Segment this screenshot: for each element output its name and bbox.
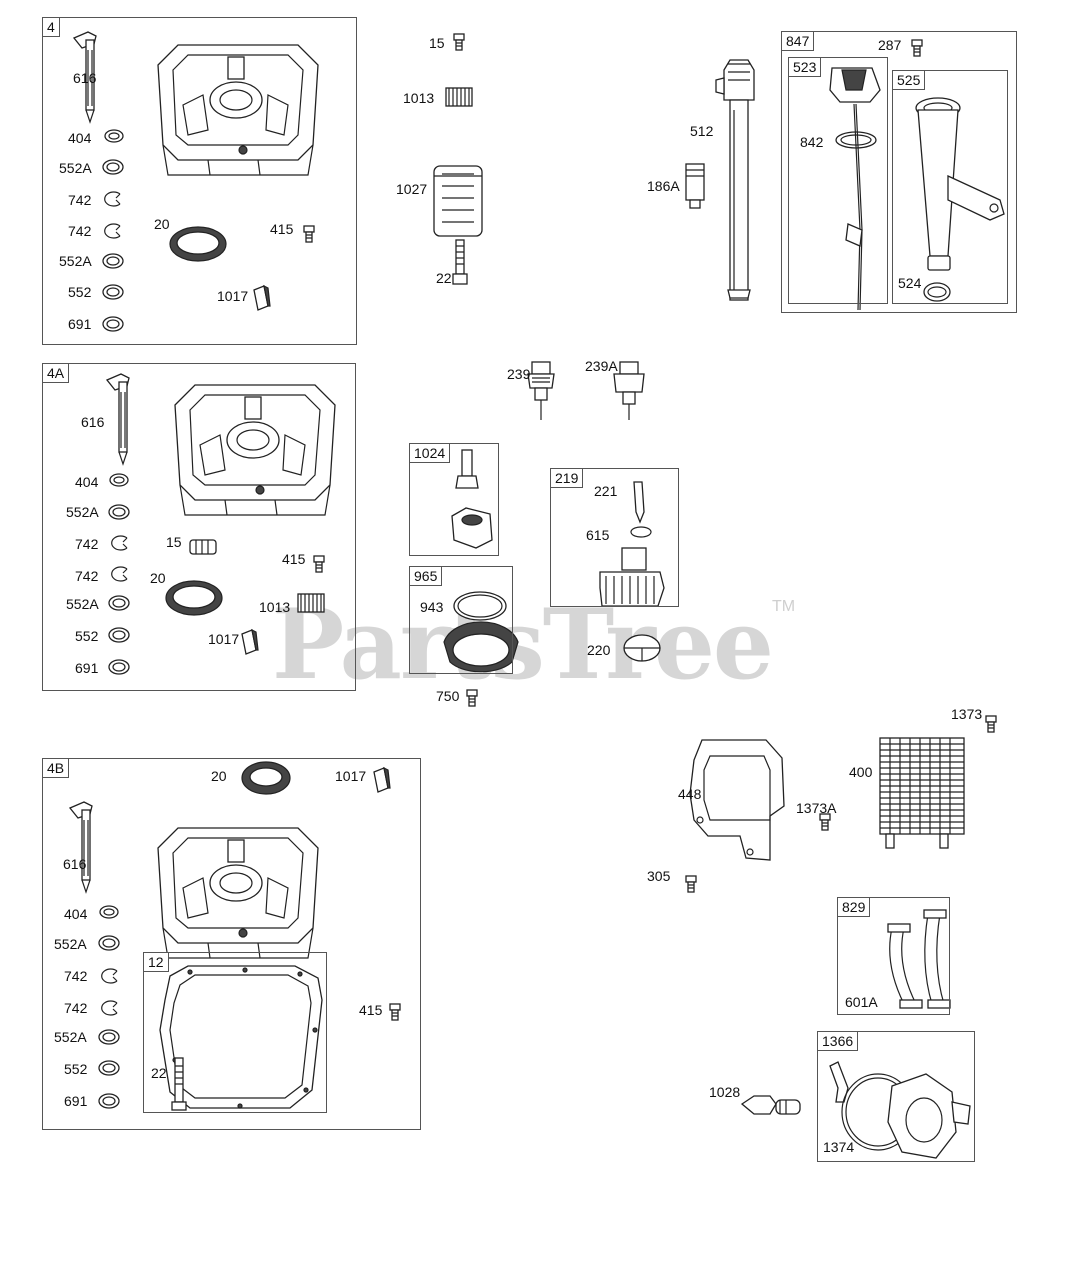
group-box-tag: 1366	[818, 1032, 859, 1051]
part-label: 552	[75, 628, 99, 644]
part-label: 524	[898, 275, 922, 291]
part-label: 415	[359, 1002, 383, 1018]
part-label: 552A	[66, 504, 99, 520]
part-label: 404	[64, 906, 88, 922]
part-label: 1027	[396, 181, 428, 197]
part-label: 601A	[845, 994, 878, 1010]
group-box-4a: 4A	[42, 363, 356, 691]
part-label: 1374	[823, 1139, 855, 1155]
part-label: 616	[81, 414, 105, 430]
part-label: 415	[270, 221, 294, 237]
part-label: 220	[587, 642, 611, 658]
group-box-829: 829	[837, 897, 950, 1015]
group-box-525: 525	[892, 70, 1008, 304]
part-label: 239A	[585, 358, 618, 374]
part-label: 552A	[54, 936, 87, 952]
group-box-tag: 4A	[43, 364, 70, 383]
part-label: 742	[64, 1000, 88, 1016]
part-label: 20	[150, 570, 166, 586]
group-box-965: 965	[409, 566, 513, 674]
part-label: 404	[68, 130, 92, 146]
group-box-tag: 525	[893, 71, 926, 90]
group-box-tag: 847	[782, 32, 815, 51]
part-label: 615	[586, 527, 610, 543]
part-label: 552	[64, 1061, 88, 1077]
group-box-4: 4	[42, 17, 357, 345]
group-box-12: 12	[143, 952, 327, 1113]
part-label: 186A	[647, 178, 680, 194]
part-label: 1373	[951, 706, 983, 722]
part-label: 20	[154, 216, 170, 232]
group-box-523: 523	[788, 57, 888, 304]
part-label: 742	[64, 968, 88, 984]
part-label: 1013	[259, 599, 291, 615]
group-box-tag: 1024	[410, 444, 451, 463]
part-label: 22	[151, 1065, 167, 1081]
part-label: 750	[436, 688, 460, 704]
part-label: 22	[436, 270, 452, 286]
part-label: 15	[166, 534, 182, 550]
group-box-tag: 829	[838, 898, 871, 917]
part-label: 404	[75, 474, 99, 490]
part-label: 842	[800, 134, 824, 150]
part-label: 305	[647, 868, 671, 884]
group-box-tag: 219	[551, 469, 584, 488]
part-label: 616	[73, 70, 97, 86]
group-box-tag: 12	[144, 953, 169, 972]
part-label: 512	[690, 123, 714, 139]
group-box-1366: 1366	[817, 1031, 975, 1162]
part-label: 552A	[59, 253, 92, 269]
part-label: 1017	[208, 631, 240, 647]
part-label: 552A	[59, 160, 92, 176]
part-label: 1028	[709, 1084, 741, 1100]
part-label: 1373A	[796, 800, 837, 816]
part-label: 15	[429, 35, 445, 51]
part-label: 239	[507, 366, 531, 382]
part-label: 616	[63, 856, 87, 872]
part-label: 287	[878, 37, 902, 53]
part-label: 552A	[54, 1029, 87, 1045]
part-label: 552A	[66, 596, 99, 612]
part-label: 221	[594, 483, 618, 499]
part-label: 742	[75, 568, 99, 584]
part-label: 742	[75, 536, 99, 552]
part-label: 691	[64, 1093, 88, 1109]
trademark-mark: TM	[772, 598, 796, 615]
group-box-219: 219	[550, 468, 679, 607]
group-box-tag: 523	[789, 58, 822, 77]
group-box-1024: 1024	[409, 443, 499, 556]
group-box-847: 847	[781, 31, 1017, 313]
part-label: 415	[282, 551, 306, 567]
part-label: 20	[211, 768, 227, 784]
part-label: 448	[678, 786, 702, 802]
part-label: 552	[68, 284, 92, 300]
part-label: 1013	[403, 90, 435, 106]
group-box-tag: 4B	[43, 759, 70, 778]
group-box-tag: 4	[43, 18, 60, 37]
part-label: 943	[420, 599, 444, 615]
part-label: 1017	[335, 768, 367, 784]
part-label: 742	[68, 192, 92, 208]
part-label: 400	[849, 764, 873, 780]
part-label: 742	[68, 223, 92, 239]
part-label: 1017	[217, 288, 249, 304]
part-label: 691	[75, 660, 99, 676]
part-label: 691	[68, 316, 92, 332]
group-box-4b: 4B	[42, 758, 421, 1130]
group-box-tag: 965	[410, 567, 443, 586]
